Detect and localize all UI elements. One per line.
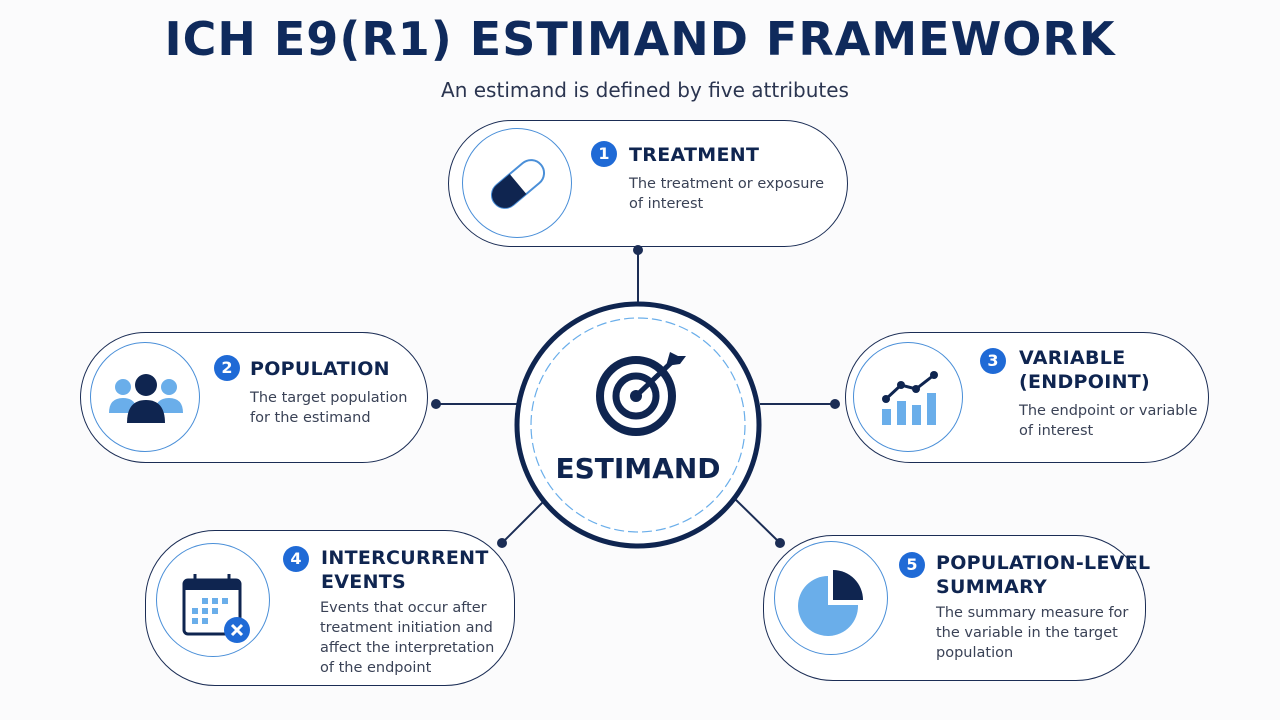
page-title: ICH E9(R1) ESTIMAND FRAMEWORK (164, 12, 1116, 66)
connector-dot (497, 538, 507, 548)
badge-4: 4 (283, 546, 309, 572)
target-icon (596, 352, 686, 436)
pill-icon (490, 159, 546, 209)
badge-5: 5 (899, 552, 925, 578)
center-label: ESTIMAND (555, 452, 721, 485)
attribute-title: TREATMENT (629, 144, 760, 166)
connector-summary (732, 496, 781, 544)
connector-intercurrent (501, 496, 549, 544)
connector-dot (431, 399, 441, 409)
page-subtitle: An estimand is defined by five attribute… (441, 78, 849, 102)
pie-chart-icon (798, 570, 863, 636)
chart-icon-circle (853, 342, 963, 452)
pill-icon-circle (462, 128, 572, 238)
center-inner-dashed-ring (530, 317, 746, 533)
people-icon (109, 374, 183, 423)
chart-icon (882, 371, 938, 425)
pie-icon-circle (774, 541, 888, 655)
attribute-title: POPULATION (250, 358, 390, 380)
center-circle (514, 301, 762, 549)
calendar-icon-circle (156, 543, 270, 657)
badge-2: 2 (214, 355, 240, 381)
connector-dot (775, 538, 785, 548)
connector-dot (633, 245, 643, 255)
connector-dot (830, 399, 840, 409)
people-icon-circle (90, 342, 200, 452)
badge-1: 1 (591, 141, 617, 167)
attribute-title: VARIABLE(ENDPOINT) (1019, 347, 1151, 393)
calendar-x-icon (182, 574, 250, 643)
badge-3: 3 (980, 348, 1006, 374)
